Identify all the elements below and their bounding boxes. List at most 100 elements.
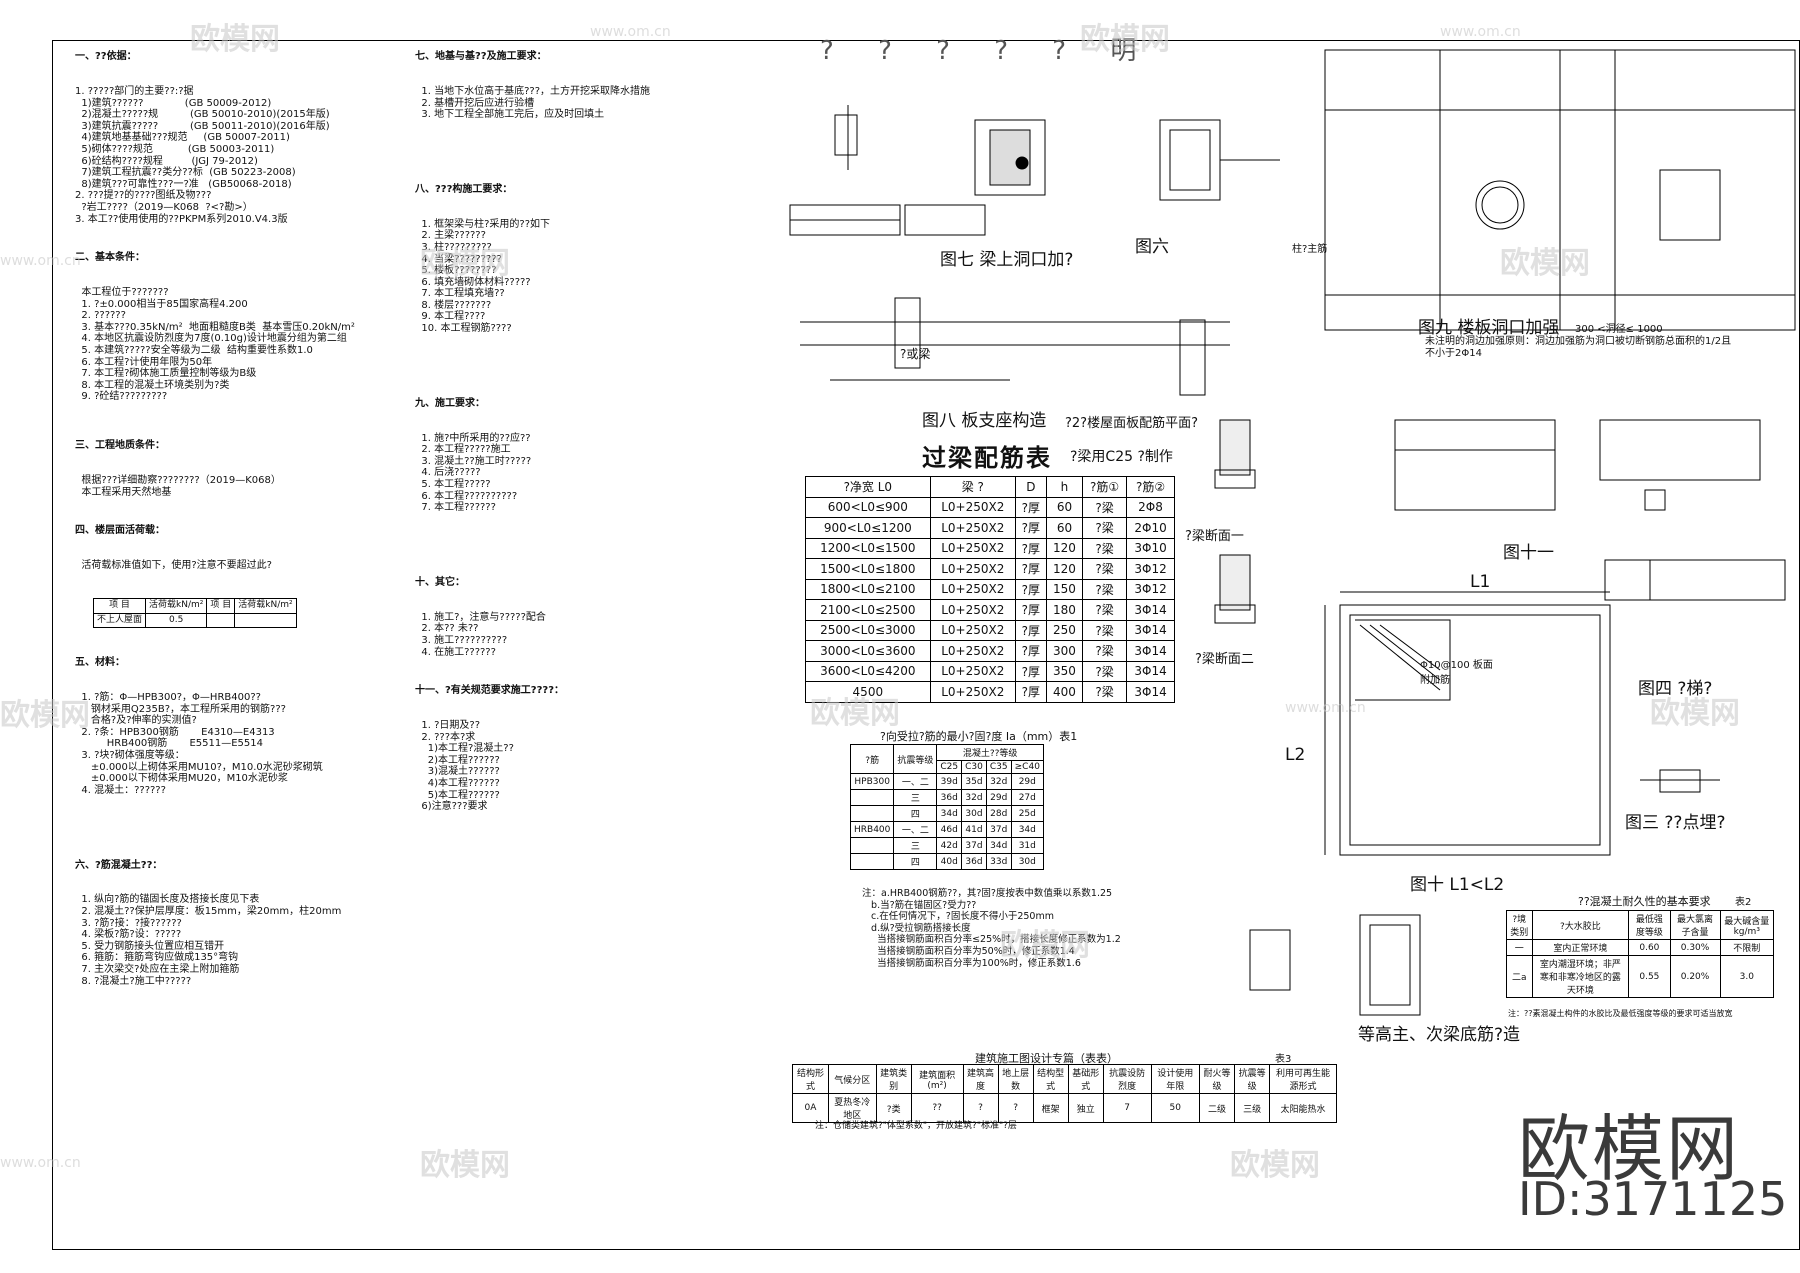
watermark-brand: 欧模网	[0, 698, 90, 733]
note-line: 2. ???提??的????图纸及物???	[75, 190, 212, 202]
note-line: 7. 主次梁交?处应在主梁上附加箍筋	[75, 963, 240, 975]
table-header-cell: 抗震设防烈度	[1102, 1064, 1152, 1094]
table-header-cell: C30	[961, 760, 987, 774]
table-cell: ?厚	[1014, 660, 1047, 682]
durability-note: 注：??素混凝土构件的水胶比及最低强度等级的要求可适当放宽	[1508, 1009, 1733, 1018]
table-cell: ?	[962, 1093, 999, 1123]
note-line: 6)注意???要求	[415, 801, 488, 813]
steel-note-line: d.纵?受拉钢筋搭接长度	[862, 922, 971, 934]
section-1-title: 一、??依据：	[75, 51, 137, 63]
table-cell: ?梁	[1082, 640, 1128, 662]
notes-col1: 一、??依据： 1. ?????部门的主要??:?据 1)建筑?????? (G…	[75, 28, 415, 999]
table-cell: ?梁	[1082, 578, 1128, 600]
table-cell: ?厚	[1014, 619, 1047, 641]
watermark-brand: 欧模网	[810, 696, 900, 731]
table-cell: 4500	[805, 681, 931, 703]
note-line: 6. 本工程??????????	[415, 490, 518, 502]
table-cell: 室内潮湿环境；非严寒和非寒冷地区的露天环境	[1531, 955, 1630, 998]
table-cell: 一、二	[893, 821, 938, 838]
table-cell: 3Φ14	[1126, 640, 1175, 662]
note-line: 8)建筑???可靠性???一?准 (GB50068-2018)	[75, 178, 292, 190]
table-cell: 一、二	[893, 773, 938, 790]
table-cell: 2100<L0≤2500	[805, 599, 931, 621]
note-line: 1. ?日期及??	[415, 720, 480, 732]
table-cell: L0+250X2	[929, 681, 1016, 703]
table-cell: 300	[1045, 640, 1084, 662]
note-line: HRB400钢筋 E5511—E5514	[75, 738, 263, 750]
table-cell: L0+250X2	[929, 578, 1016, 600]
section-6-body: 1. 纵向?筋的锚固长度及搭接长度见下表 2. 混凝土??保护层厚度：板15mm…	[75, 894, 415, 987]
note-line: 6. 本工程?计使用年限为50年	[75, 356, 213, 368]
table-cell: 46d	[936, 821, 963, 838]
table-cell: 36d	[936, 789, 963, 806]
table-cell: 36d	[961, 853, 987, 870]
note-line: 3)建筑抗震????? (GB 50011-2010)(2016年版)	[75, 120, 330, 132]
note-line: 1. 框架梁与柱?采用的??如下	[415, 218, 550, 230]
note-line: 1. 纵向?筋的锚固长度及搭接长度见下表	[75, 894, 260, 906]
table-cell: ?梁	[1082, 537, 1128, 559]
durability-tag: 表2	[1735, 897, 1752, 908]
table-cell: 60	[1045, 496, 1084, 518]
table-header-cell: 梁 ?	[929, 476, 1016, 498]
table-cell: 3600<L0≤4200	[805, 660, 931, 682]
note-line: 5)砌体????规范 (GB 50003-2011)	[75, 143, 275, 155]
beam-section-1: ?梁断面一	[1185, 529, 1244, 544]
section-6-title: 六、?筋混凝土??：	[75, 859, 163, 871]
table-cell: ??	[910, 1093, 964, 1123]
steel-note-line: 注：a.HRB400钢筋??，其?固?度按表中数值乘以系数1.25	[862, 888, 1113, 899]
table-cell: 50	[1150, 1093, 1200, 1123]
table-cell: ?梁	[1082, 558, 1128, 580]
table-cell: 900<L0≤1200	[805, 517, 931, 539]
section-4-title: 四、楼层面活荷载：	[75, 525, 165, 537]
table-cell: 0.5	[145, 612, 208, 629]
note-line: 2. 混凝土??保护层厚度：板15mm，梁20mm，柱20mm	[75, 905, 342, 917]
table-cell: 一	[1506, 939, 1533, 956]
fig8-sub: ?2?楼屋面板配筋平面?	[1065, 416, 1198, 431]
table-cell: 框架	[1032, 1093, 1069, 1123]
table-header-cell: ?大水胶比	[1531, 910, 1630, 940]
note-line: 1. ?±0.000相当于85国家高程4.200	[75, 298, 248, 310]
table-cell: ?	[997, 1093, 1034, 1123]
fig11-title: 图十一	[1503, 543, 1554, 563]
table-cell: 2Φ8	[1126, 496, 1175, 518]
table-cell: ?厚	[1014, 578, 1047, 600]
table-header-cell: C25	[936, 760, 963, 774]
table-cell: 0A	[792, 1093, 829, 1123]
table-cell: ?梁	[1082, 660, 1128, 682]
table-cell: 60	[1045, 517, 1084, 539]
table-cell: ?厚	[1014, 558, 1047, 580]
slab-rebar-label: Φ10@100 板面附加筋	[1420, 660, 1493, 686]
note-line: 9. 本工程????	[415, 311, 486, 323]
table-cell: 250	[1045, 619, 1084, 641]
table-cell: 25d	[1010, 805, 1044, 822]
table-header-cell: D	[1014, 476, 1047, 498]
note-line: 1. ?筋：Φ—HPB300?，Φ—HRB400??	[75, 692, 261, 704]
table-header-cell: 地上层数	[997, 1064, 1034, 1094]
section-9-title: 九、施工要求：	[415, 397, 485, 409]
anchor-seismic-label: 抗震等级	[893, 744, 938, 774]
table-cell: 3Φ12	[1126, 558, 1175, 580]
fig3-title: 图三 ??点埋?	[1625, 813, 1726, 833]
table-cell: 二a	[1506, 955, 1533, 998]
watermark-url: www.om.cn	[1285, 700, 1366, 716]
table-cell: 41d	[961, 821, 987, 838]
table-cell: 3Φ14	[1126, 619, 1175, 641]
or-beam-label: ?或梁	[900, 347, 931, 361]
fig6-title: 图六	[1135, 237, 1169, 257]
table-header-cell: h	[1045, 476, 1084, 498]
note-line: 4. 在施工??????	[415, 646, 496, 658]
note-line: 3. 地下工程全部施工完后，应及时回填土	[415, 109, 605, 121]
table-cell: 42d	[936, 837, 963, 854]
note-line: 7. 本工程?砌体施工质量控制等级为B级	[75, 368, 257, 380]
section-5-title: 五、材料：	[75, 657, 125, 669]
note-line: 1. 施?中所采用的??应??	[415, 432, 531, 444]
note-line: ±0.000以上砌体采用MU10?，M10.0水泥砂浆砌筑	[75, 761, 323, 773]
steel-note-line: c.在任何情况下，?固长度不得小于250mm	[862, 911, 1054, 923]
table-header-cell: 建筑类别	[875, 1064, 912, 1094]
section-7-body: 1. 当地下水位高于基底???，土方开挖采取降水措施 2. 基槽开挖后应进行验槽…	[415, 86, 795, 121]
note-line: 5. 本建筑?????安全等级为二级 结构重要性系数1.0	[75, 345, 313, 357]
